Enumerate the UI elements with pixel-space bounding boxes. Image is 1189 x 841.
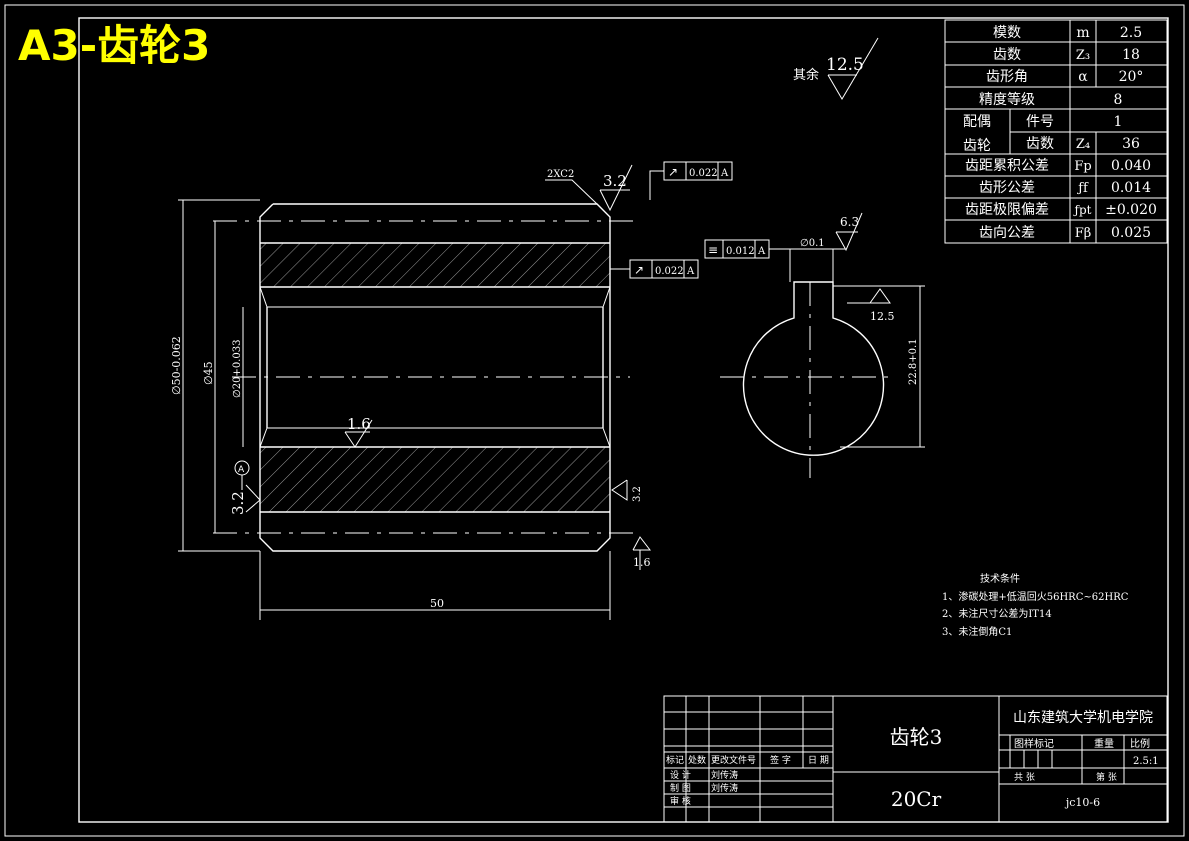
svg-text:↗: ↗: [634, 263, 644, 277]
inner-frame: [78, 17, 1169, 823]
svg-text:A: A: [686, 266, 695, 277]
svg-text:3、未注倒角C1: 3、未注倒角C1: [942, 625, 1012, 638]
param-name: 齿距累积公差: [965, 158, 1049, 174]
svg-text:审 核: 审 核: [670, 795, 691, 807]
svg-text:制 图: 制 图: [670, 782, 691, 794]
tolerance-frame: ↗ 0.022 A: [649, 161, 733, 200]
svg-text:第 张: 第 张: [1096, 771, 1117, 783]
svg-text:12.5: 12.5: [826, 55, 864, 75]
param-symbol: m: [1076, 25, 1089, 41]
upper-hatch: [260, 243, 610, 287]
chamfer-label: 2XC2: [547, 169, 574, 180]
length-dimension: 50: [430, 597, 444, 610]
param-value: ±0.020: [1105, 202, 1157, 218]
material: 20Cr: [891, 787, 942, 811]
param-name: 齿数: [1026, 136, 1054, 152]
svg-text:2、未注尺寸公差为IT14: 2、未注尺寸公差为IT14: [942, 607, 1052, 620]
tolerance-frame: ≡ 0.012 A: [704, 239, 790, 259]
param-symbol: ƒf: [1076, 181, 1089, 196]
drafter-name: 刘传涛: [711, 782, 738, 794]
datum-label: A: [238, 465, 245, 475]
svg-text:0.022: 0.022: [689, 168, 718, 179]
svg-text:0.022: 0.022: [655, 266, 684, 277]
param-value: 8: [1114, 92, 1123, 108]
param-symbol: Z₄: [1076, 137, 1090, 152]
pair-label: 齿轮: [963, 138, 991, 154]
param-value: 0.014: [1111, 180, 1151, 196]
svg-text:≡: ≡: [708, 243, 718, 257]
svg-text:处数: 处数: [688, 754, 706, 766]
svg-text:1.6: 1.6: [633, 556, 651, 569]
param-name: 精度等级: [979, 91, 1035, 108]
svg-text:3.2: 3.2: [603, 172, 627, 190]
technical-requirements: 技术条件 1、渗碳处理+低温回火56HRC~62HRC 2、未注尺寸公差为IT1…: [942, 572, 1129, 638]
param-name: 件号: [1026, 114, 1054, 130]
param-value: 36: [1122, 136, 1140, 152]
svg-text:12.5: 12.5: [870, 310, 895, 323]
svg-text:1.6: 1.6: [347, 415, 371, 433]
svg-text:技术条件: 技术条件: [980, 572, 1020, 585]
param-value: 0.040: [1111, 158, 1151, 174]
school-name: 山东建筑大学机电学院: [1013, 710, 1153, 726]
tolerance-frame: ↗ 0.022 A: [610, 259, 699, 279]
bore-dimension: ∅20+0.033: [232, 340, 243, 398]
key-width-tol: ∅0.1: [800, 238, 825, 249]
param-name: 齿形公差: [979, 180, 1035, 196]
param-value: 18: [1122, 47, 1140, 63]
pair-label: 配偶: [963, 114, 991, 130]
svg-text:图样标记: 图样标记: [1014, 737, 1054, 750]
title-block: 标记 处数 更改文件号 签 字 日 期 设 计 制 图 审 核 刘传涛 刘传涛 …: [663, 695, 1168, 823]
designer-name: 刘传涛: [711, 769, 738, 781]
param-value: 2.5: [1120, 25, 1142, 41]
outer-frame: [4, 4, 1185, 837]
param-symbol: Z₃: [1076, 48, 1090, 63]
scale-value: 2.5:1: [1133, 756, 1159, 767]
svg-text:↗: ↗: [668, 165, 678, 179]
svg-text:3.2: 3.2: [229, 491, 247, 515]
svg-text:A: A: [720, 168, 729, 179]
gear-parameter-table: 模数 m 2.5 齿数 Z₃ 18 齿形角 α 20° 精度等级 8 配偶 齿轮…: [944, 19, 1168, 244]
default-roughness-symbol: 其余 12.5: [793, 37, 879, 100]
svg-text:0.012: 0.012: [726, 246, 755, 257]
param-name: 齿距极限偏差: [965, 202, 1049, 218]
svg-text:1、渗碳处理+低温回火56HRC~62HRC: 1、渗碳处理+低温回火56HRC~62HRC: [942, 590, 1129, 603]
param-name: 模数: [993, 25, 1021, 41]
svg-text:标记: 标记: [666, 754, 684, 766]
param-value: 0.025: [1111, 225, 1151, 241]
param-name: 齿数: [993, 47, 1021, 63]
key-depth-dimension: 22.8+0.1: [908, 338, 919, 385]
part-name: 齿轮3: [890, 725, 943, 749]
svg-text:比例: 比例: [1130, 737, 1150, 750]
svg-text:6.3: 6.3: [840, 215, 859, 229]
svg-text:更改文件号: 更改文件号: [711, 754, 756, 766]
param-symbol: Fp: [1074, 159, 1091, 174]
svg-text:其余: 其余: [793, 67, 819, 83]
param-name: 齿形角: [986, 69, 1028, 85]
d45-dimension: ∅45: [202, 361, 215, 385]
svg-text:设 计: 设 计: [670, 769, 691, 781]
param-symbol: ƒpt: [1073, 203, 1092, 217]
svg-text:签 字: 签 字: [770, 754, 791, 766]
svg-text:A: A: [757, 246, 766, 257]
drawing-code: jc10-6: [1064, 796, 1100, 809]
lower-hatch: [260, 447, 610, 512]
svg-text:3.2: 3.2: [632, 486, 643, 502]
param-value: 20°: [1119, 69, 1144, 85]
param-value: 1: [1114, 114, 1123, 130]
svg-text:日 期: 日 期: [808, 755, 829, 766]
param-symbol: Fβ: [1075, 226, 1092, 241]
sheet-title: A3-齿轮3: [18, 21, 210, 70]
svg-text:共 张: 共 张: [1014, 772, 1035, 783]
od-dimension: ∅50-0.062: [170, 336, 183, 395]
param-symbol: α: [1078, 69, 1088, 85]
gear-section-view: ∅50-0.062 ∅45 ∅20+0.033 50 A 2XC2 3.2 1.…: [170, 164, 652, 620]
svg-text:重量: 重量: [1094, 737, 1114, 750]
keyway-view: ∅0.1 6.3 22.8+0.1 12.5: [720, 212, 925, 478]
param-name: 齿向公差: [979, 225, 1035, 241]
